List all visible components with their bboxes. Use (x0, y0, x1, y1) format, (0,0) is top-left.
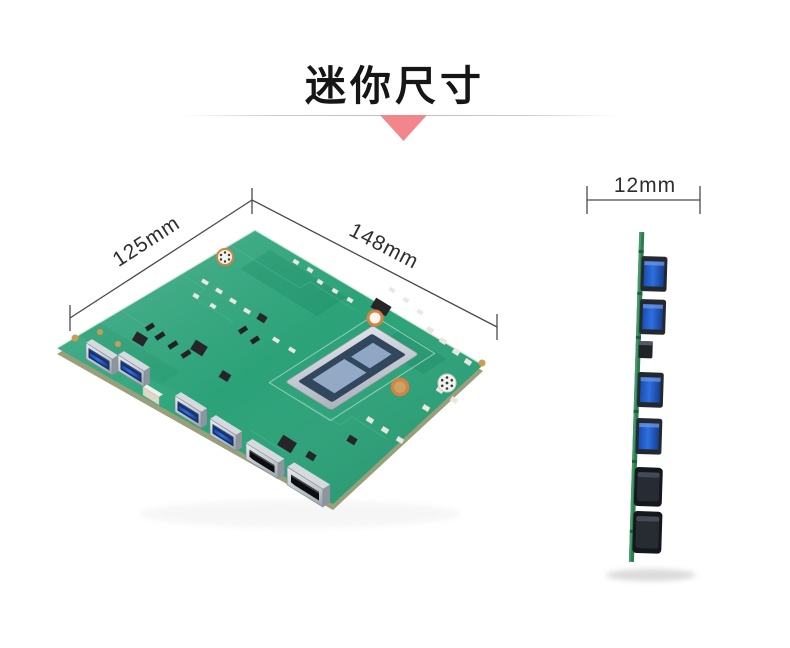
dimension-label-thickness: 12mm (614, 174, 676, 197)
motherboard-top-view (56, 229, 486, 528)
dimension-line (251, 199, 498, 328)
motherboard-side-view (628, 231, 668, 562)
cpu-die-small (351, 342, 392, 369)
board-shadow (140, 500, 460, 528)
usb-port-side (639, 299, 667, 335)
dimension-line (69, 199, 253, 319)
hdmi-port-side (632, 511, 663, 554)
mounting-holes (216, 248, 457, 397)
io-ports (85, 338, 331, 508)
usb-port-side (636, 372, 664, 408)
usb-port-side (635, 418, 663, 455)
hdmi-port-side (633, 467, 663, 507)
dimension-label-depth: 125mm (109, 211, 184, 271)
smd-components (71, 258, 486, 462)
dimension-label-width: 148mm (345, 219, 422, 274)
cpu-package (268, 314, 436, 422)
fiducial (437, 373, 457, 393)
page-title: 迷你尺寸 (305, 63, 485, 109)
fiducial (216, 248, 234, 266)
side-component (638, 341, 653, 359)
side-view-shadow (606, 569, 696, 581)
usb-port-side (640, 256, 668, 292)
dimension-thickness: 12mm (586, 174, 701, 214)
down-arrow-icon (380, 115, 427, 141)
front-panel-connector (142, 384, 163, 406)
cpu-die-large (312, 358, 367, 394)
